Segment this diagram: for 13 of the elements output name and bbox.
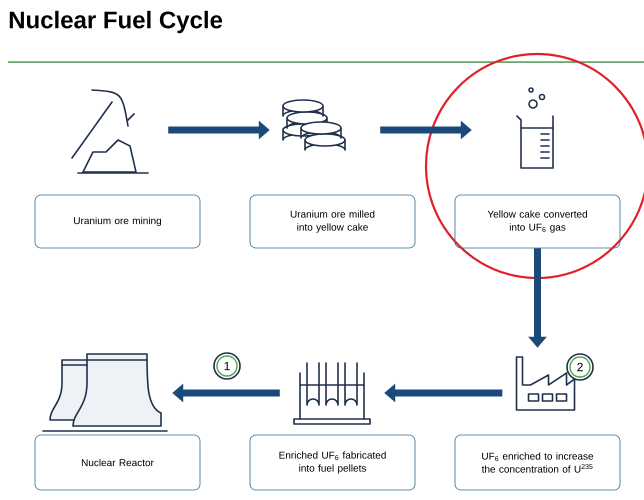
test-tube-rack-drawing bbox=[293, 362, 371, 425]
step-box: Enriched UF$_{6}$ fabricated into fuel pellets bbox=[250, 434, 416, 490]
cooling-tower-drawing bbox=[42, 353, 168, 432]
step-box: Uranium ore milled into yellow cake bbox=[250, 194, 416, 248]
step-box: UF$_{6}$ enriched to increase the concentration of U$^{235}$ bbox=[454, 434, 620, 490]
factory-drawing bbox=[516, 356, 576, 411]
step-box: Yellow cake converted into UF$_{6}$ gas bbox=[454, 194, 620, 248]
beaker-drawing bbox=[516, 87, 554, 169]
coins-drawing bbox=[282, 99, 346, 151]
step-box: Nuclear Reactor bbox=[34, 434, 200, 490]
step-box: Uranium ore mining bbox=[34, 194, 200, 248]
pickaxe-drawing bbox=[71, 89, 149, 174]
title: Nuclear Fuel Cycle bbox=[10, 10, 222, 34]
